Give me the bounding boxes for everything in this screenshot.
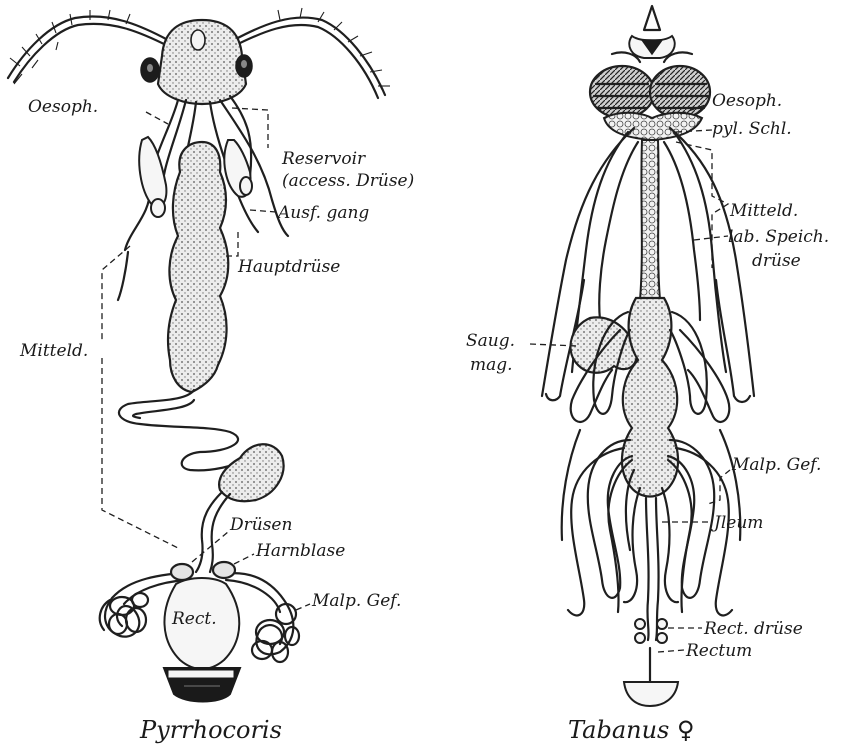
tabanus-midgut	[622, 298, 678, 497]
label-ausf-gang: Ausf. gang	[276, 203, 369, 223]
caption-pyrrhocoris: Pyrrhocoris	[139, 716, 282, 744]
label-mag: mag.	[470, 355, 513, 375]
tabanus-rectum	[624, 682, 678, 706]
leader-harnblase	[234, 554, 254, 564]
leader-mitteld-t	[676, 142, 728, 268]
pyrrhocoris-midgut	[119, 142, 284, 572]
label-mitteld: Mitteld.	[19, 341, 88, 361]
leader-rectum	[658, 650, 684, 652]
label-malp-gef-t: Malp. Gef.	[731, 455, 821, 475]
leader-mitteld-p	[102, 246, 178, 548]
label-oesoph: Oesoph.	[28, 97, 98, 117]
leader-ausf-gang	[250, 210, 276, 212]
tabanus-rectal-gland-1	[635, 619, 645, 629]
label-mitteld-t: Mitteld.	[729, 201, 798, 221]
leader-druesen	[192, 532, 228, 562]
pyrrhocoris-head	[141, 20, 252, 104]
label-oesoph-t: Oesoph.	[712, 91, 782, 111]
tabanus-ileum	[646, 498, 649, 640]
tabanus-drawing: Oesoph. pyl. Schl. Mitteld. lab. Speich.…	[466, 6, 829, 744]
druesen-gland	[171, 564, 193, 580]
label-lab-speich: lab. Speich.	[728, 227, 829, 247]
label-pyl-schl: pyl. Schl.	[712, 119, 792, 139]
label-access-druese: (access. Drüse)	[282, 171, 414, 191]
caption-tabanus: Tabanus ♀	[568, 716, 695, 744]
label-jleum: Jleum	[711, 513, 763, 533]
label-reservoir: Reservoir	[281, 149, 366, 169]
right-antenna	[234, 8, 390, 98]
label-druesen: Drüsen	[229, 515, 292, 535]
label-saug: Saug.	[466, 331, 515, 351]
label-rectum: Rectum	[685, 641, 752, 661]
harnblase-bladder	[213, 562, 235, 578]
tabanus-crop	[571, 317, 637, 372]
label-rect: Rect.	[171, 609, 217, 629]
label-hauptdruese: Hauptdrüse	[237, 257, 340, 277]
label-rect-druese: Rect. drüse	[703, 619, 803, 639]
leader-malp-p	[296, 604, 310, 610]
pyrrhocoris-anal-segment	[164, 668, 240, 702]
label-harnblase: Harnblase	[255, 541, 345, 561]
leader-oesoph-p	[146, 112, 168, 124]
tabanus-mouthparts	[612, 6, 692, 62]
pyrrhocoris-drawing: Oesoph. Reservoir (access. Drüse) Ausf. …	[8, 8, 414, 744]
label-druese: drüse	[752, 251, 801, 271]
label-malp-gef: Malp. Gef.	[311, 591, 401, 611]
